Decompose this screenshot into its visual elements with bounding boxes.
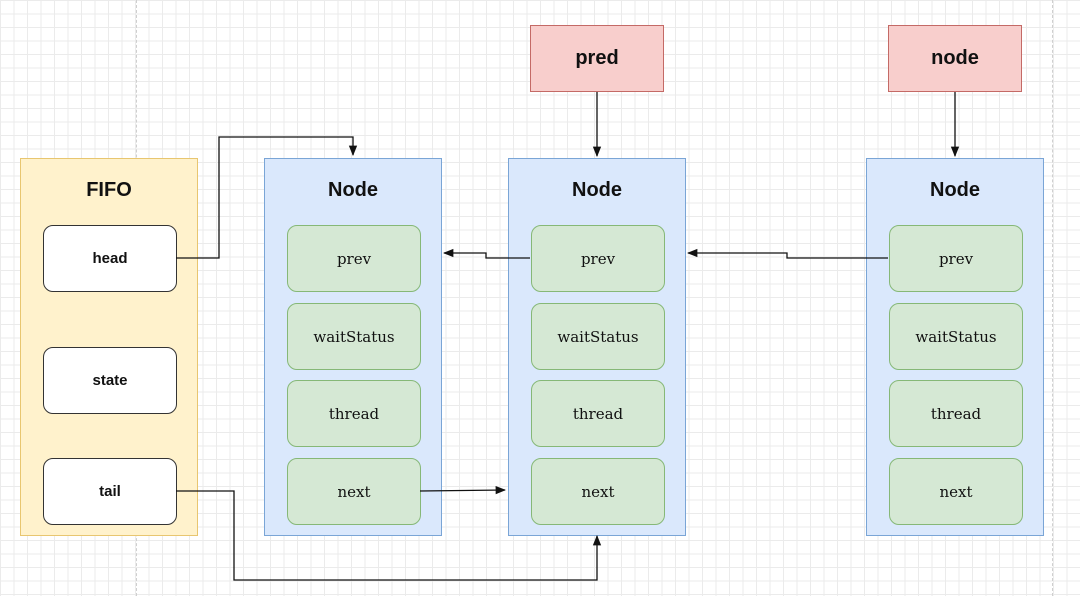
node-3-waitstatus-field: waitStatus <box>889 303 1023 370</box>
page-guide-right <box>1052 0 1053 596</box>
node-2-prev-field: prev <box>531 225 665 292</box>
node-1-next-field: next <box>287 458 421 525</box>
node-1-thread-field: thread <box>287 380 421 447</box>
fifo-state-field: state <box>43 347 177 414</box>
node-3: Node prev waitStatus thread next <box>866 158 1044 536</box>
node-1-title: Node <box>328 179 378 201</box>
pred-pointer-box: pred <box>530 25 664 92</box>
node-3-title: Node <box>930 179 980 201</box>
fifo-container: FIFO head state tail <box>20 158 198 536</box>
node-1: Node prev waitStatus thread next <box>264 158 442 536</box>
node-1-prev-field: prev <box>287 225 421 292</box>
node-3-next-field: next <box>889 458 1023 525</box>
node-pointer-box: node <box>888 25 1022 92</box>
node-2-thread-field: thread <box>531 380 665 447</box>
node-1-waitstatus-field: waitStatus <box>287 303 421 370</box>
node-2-next-field: next <box>531 458 665 525</box>
node-3-thread-field: thread <box>889 380 1023 447</box>
node-2-title: Node <box>572 179 622 201</box>
node-3-prev-field: prev <box>889 225 1023 292</box>
node-2-waitstatus-field: waitStatus <box>531 303 665 370</box>
node-2: Node prev waitStatus thread next <box>508 158 686 536</box>
fifo-head-field: head <box>43 225 177 292</box>
fifo-title: FIFO <box>86 179 132 201</box>
fifo-tail-field: tail <box>43 458 177 525</box>
node3-prev-to-node2-arrow <box>686 248 888 259</box>
